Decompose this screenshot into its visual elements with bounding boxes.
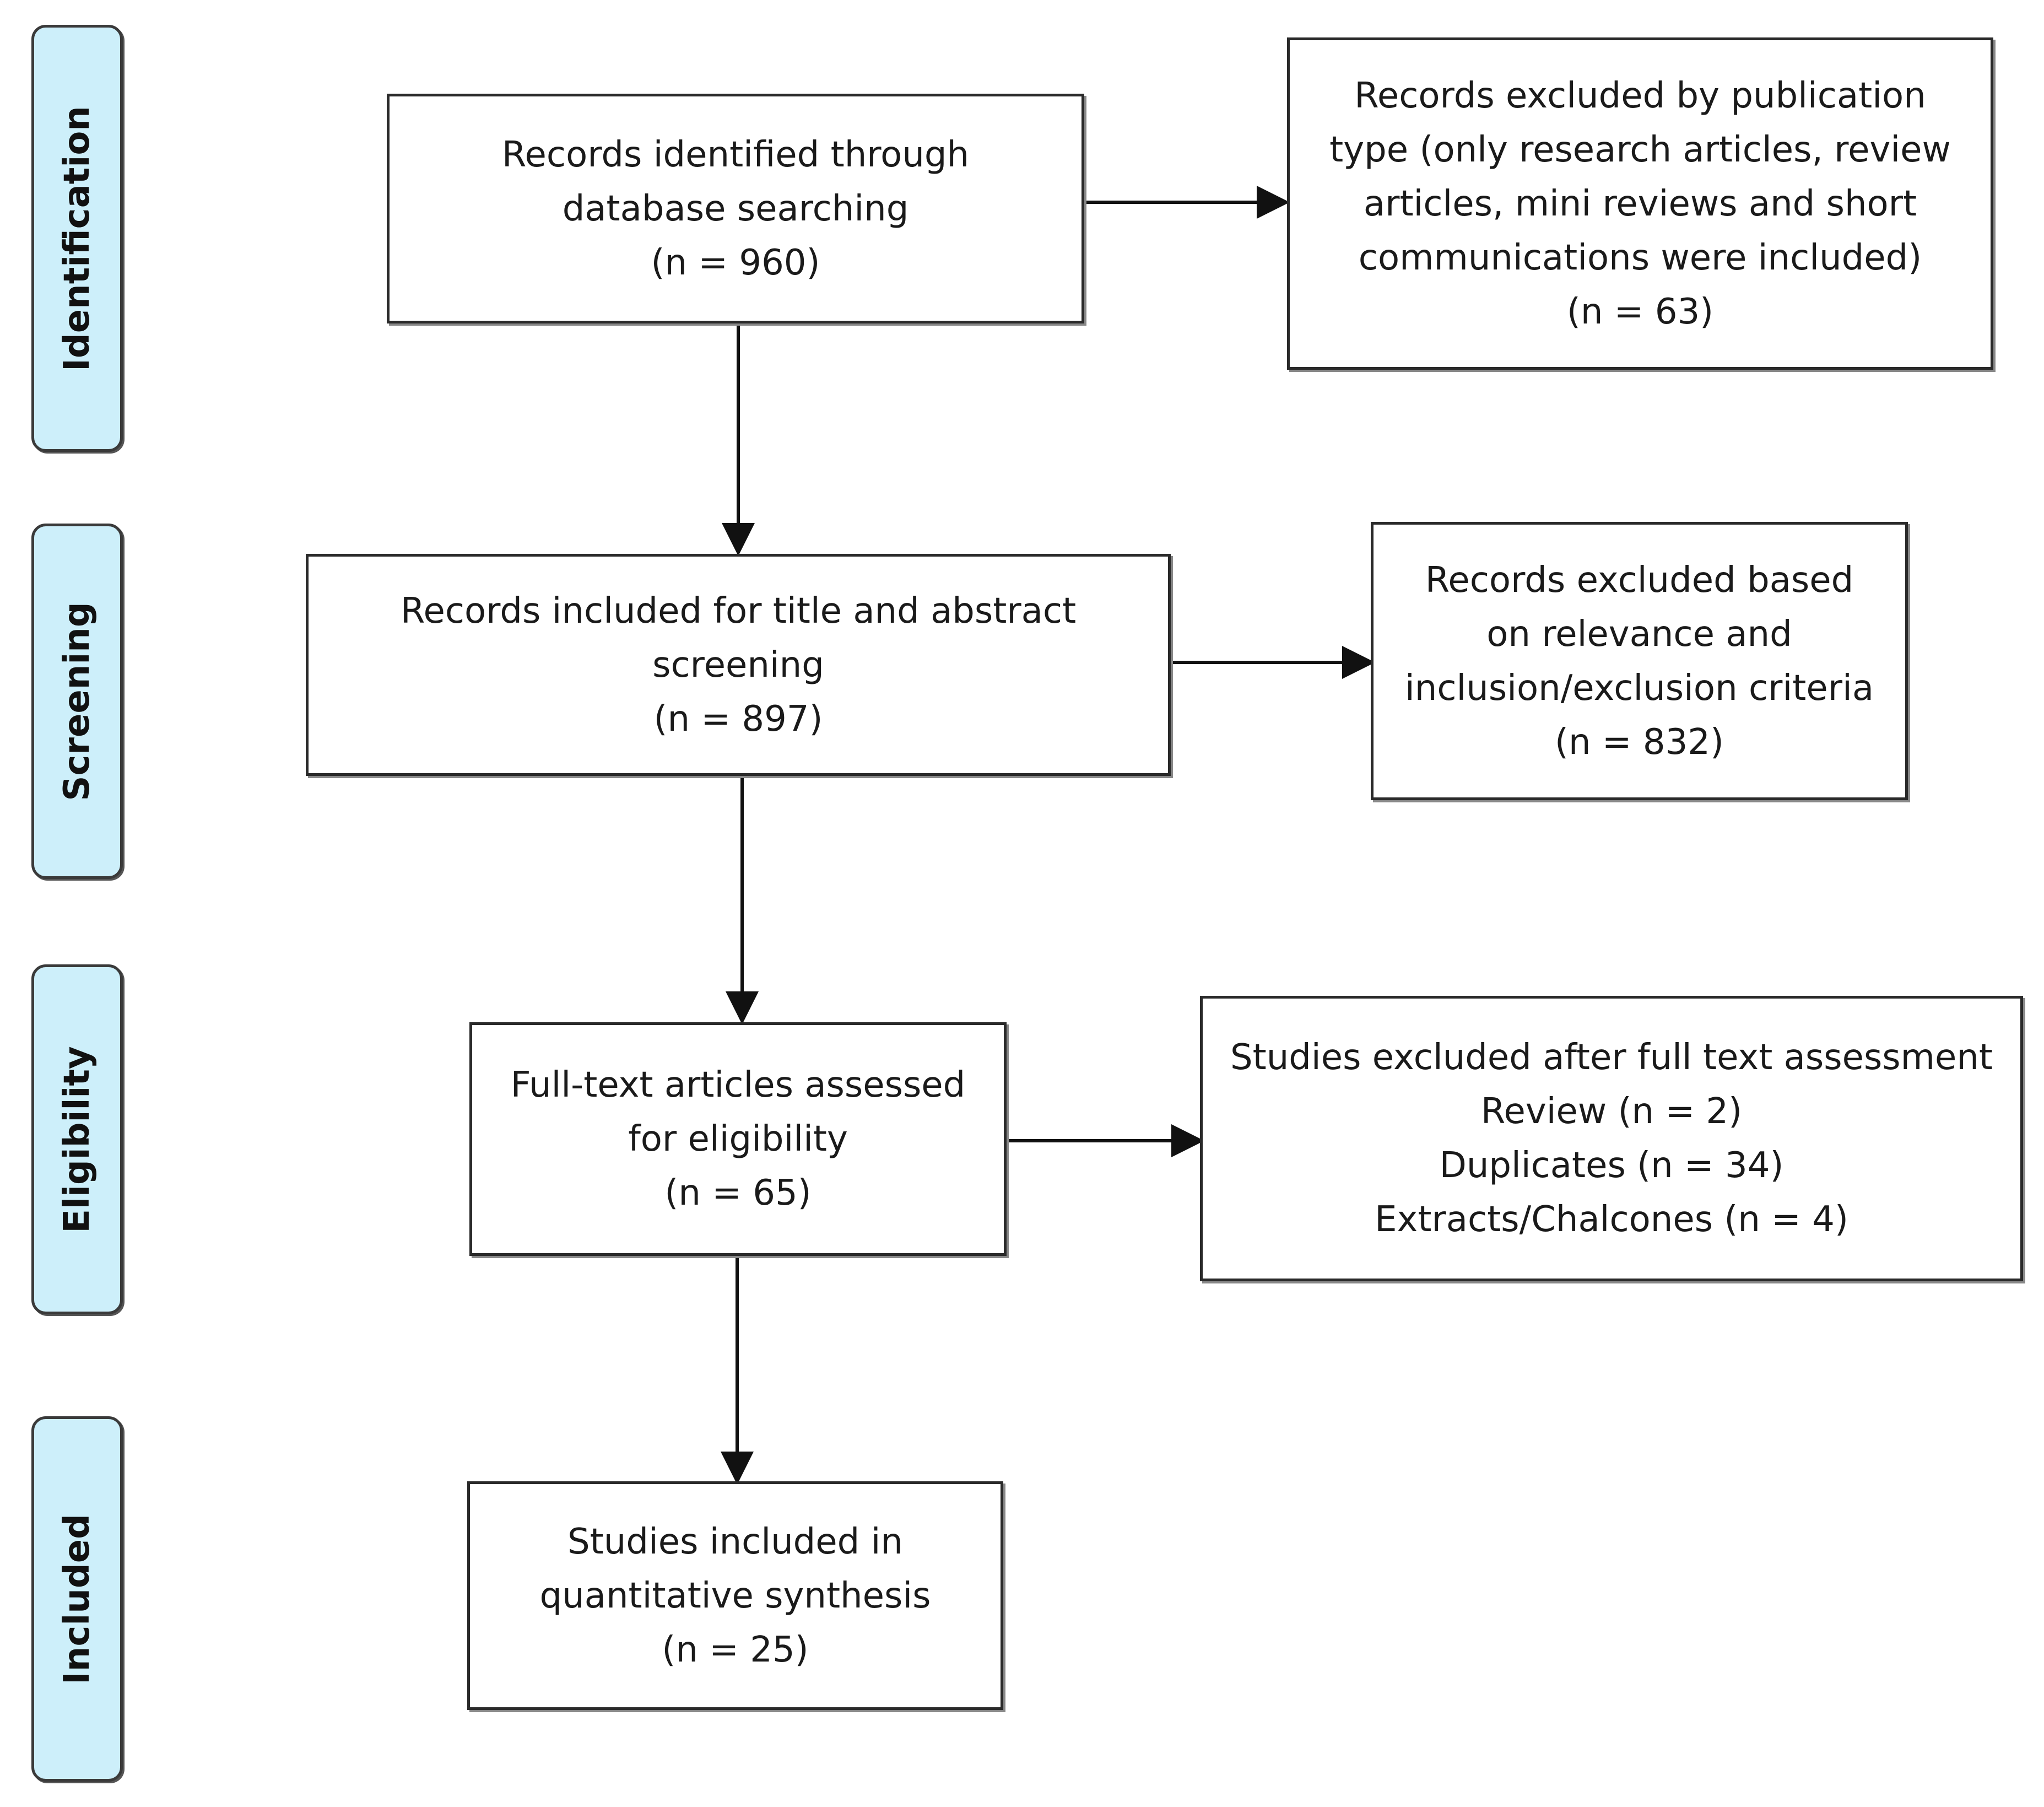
box-records-screened-line-1: Records included for title and abstract (400, 590, 1077, 632)
stage-screening-label: Screening (57, 601, 98, 801)
box-fulltext-assessed-line-1: Full-text articles assessed (510, 1065, 966, 1105)
box-excluded-fulltext-extracts: Extracts/Chalcones (n = 4) (1375, 1199, 1848, 1240)
box-studies-included-line-2: quantitative synthesis (539, 1575, 931, 1616)
box-records-screened-count: (n = 897) (653, 698, 823, 740)
stage-included: Included (31, 1416, 123, 1782)
box-fulltext-assessed: Full-text articles assessed for eligibil… (469, 1022, 1007, 1256)
box-studies-included-count: (n = 25) (662, 1629, 809, 1670)
box-records-identified: Records identified through database sear… (387, 94, 1084, 323)
box-excluded-publication: Records excluded by publication type (on… (1287, 37, 1993, 370)
box-excluded-relevance: Records excluded based on relevance and … (1371, 522, 1908, 800)
box-records-identified-count: (n = 960) (651, 242, 820, 283)
box-excluded-relevance-count: (n = 832) (1555, 721, 1724, 763)
box-fulltext-assessed-count: (n = 65) (664, 1173, 812, 1213)
box-records-screened: Records included for title and abstract … (306, 554, 1171, 776)
stage-eligibility: Eligibility (31, 964, 123, 1314)
stage-eligibility-label: Eligibility (57, 1045, 98, 1233)
box-excluded-publication-line-2: type (only research articles, review (1329, 129, 1951, 170)
box-studies-included-line-1: Studies included in (567, 1521, 903, 1562)
box-records-identified-line-2: database searching (562, 188, 909, 229)
box-excluded-relevance-line-2: on relevance and (1486, 613, 1792, 655)
box-fulltext-assessed-line-2: for eligibility (628, 1119, 848, 1159)
box-excluded-fulltext-duplicates: Duplicates (n = 34) (1439, 1145, 1784, 1186)
box-excluded-fulltext: Studies excluded after full text assessm… (1200, 996, 2023, 1281)
box-excluded-relevance-line-3: inclusion/exclusion criteria (1404, 667, 1874, 709)
box-excluded-fulltext-review: Review (n = 2) (1480, 1091, 1743, 1132)
box-excluded-publication-line-1: Records excluded by publication (1354, 75, 1926, 116)
stage-screening: Screening (31, 524, 123, 879)
box-studies-included: Studies included in quantitative synthes… (467, 1481, 1003, 1710)
box-records-screened-line-2: screening (652, 644, 824, 686)
box-excluded-publication-line-4: communications were included) (1358, 237, 1922, 278)
stage-included-label: Included (57, 1513, 98, 1685)
box-records-identified-line-1: Records identified through (501, 134, 970, 175)
stage-identification: Identification (31, 25, 123, 452)
box-excluded-relevance-line-1: Records excluded based (1425, 559, 1854, 601)
box-excluded-publication-line-3: articles, mini reviews and short (1363, 183, 1917, 224)
stage-identification-label: Identification (57, 105, 98, 371)
box-excluded-fulltext-line-1: Studies excluded after full text assessm… (1230, 1037, 1993, 1078)
box-excluded-publication-count: (n = 63) (1566, 291, 1714, 332)
